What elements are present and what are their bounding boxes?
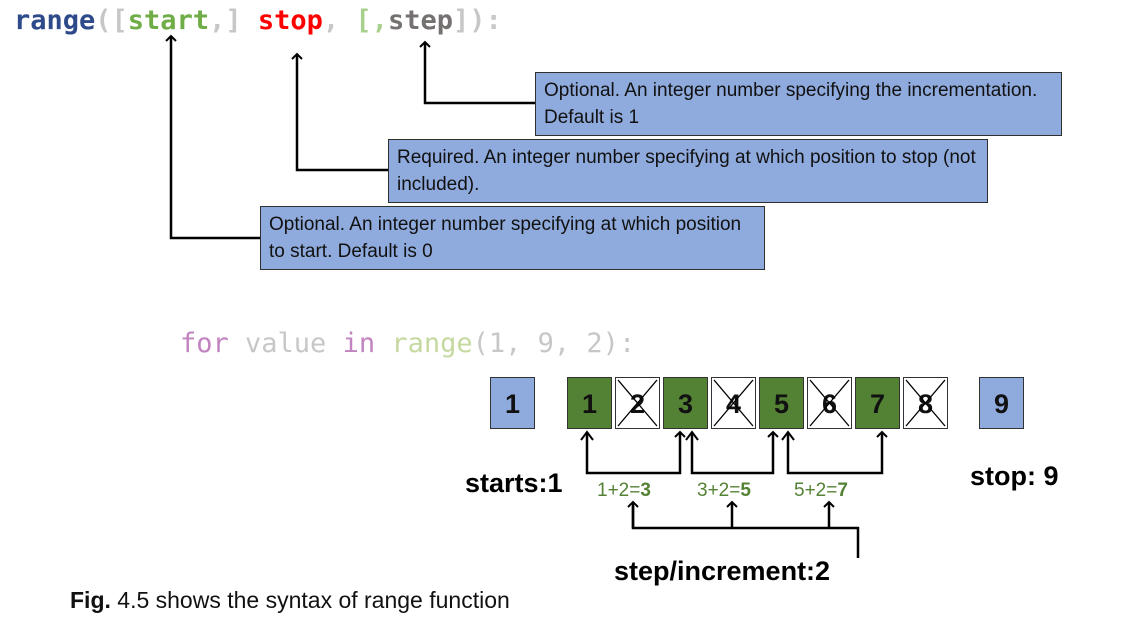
signature-token: [,: [355, 5, 388, 36]
caption-prefix: Fig.: [70, 587, 111, 613]
cross-out-mark: [809, 379, 850, 427]
bracket-start-head-3: [781, 430, 795, 441]
step-label: step/increment:2: [614, 556, 831, 586]
figure-caption: Fig. 4.5 shows the syntax of range funct…: [70, 587, 510, 614]
signature-token: ([: [95, 5, 128, 36]
signature-token: ]):: [452, 5, 502, 36]
signature-token: ,]: [209, 5, 242, 36]
start-note: Optional. An integer number specifying a…: [260, 206, 765, 270]
increment-bracket-3: [786, 430, 888, 475]
included-value-cell: 1: [567, 377, 612, 429]
calc-1: 1+2=3: [597, 480, 651, 502]
range-signature: range([start,] stop, [,step]):: [14, 3, 502, 39]
start-arrow: [165, 34, 260, 240]
included-value-cell: 7: [855, 377, 900, 429]
signature-token: step: [387, 5, 453, 36]
bracket-start-head-2: [685, 430, 699, 441]
signature-token: stop: [257, 5, 323, 36]
stop-note: Required. An integer number specifying a…: [388, 139, 988, 203]
cell-value: 1: [581, 389, 598, 419]
cross-out-mark: [905, 379, 946, 427]
stop-arrow: [291, 52, 388, 172]
caption-text: 4.5 shows the syntax of range function: [110, 587, 510, 613]
for_loop-token: in: [342, 328, 376, 359]
excluded-value-cell: 2: [615, 377, 660, 429]
bracket-start-head-1: [580, 430, 594, 441]
for_loop-token: (1, 9, 2):: [472, 328, 636, 359]
calc-2-result: 5: [740, 480, 751, 501]
cell-value: 7: [869, 389, 886, 419]
excluded-value-cell: 8: [903, 377, 948, 429]
cell-value: 5: [773, 389, 790, 419]
signature-token: start: [127, 5, 210, 36]
step-bracket: [631, 506, 860, 558]
signature-token: range: [14, 5, 96, 36]
calc-1-expr: 1+2=: [597, 480, 641, 501]
calc-1-result: 3: [640, 480, 651, 501]
for_loop-token: range: [391, 328, 473, 359]
stop-value-box: 9: [979, 377, 1024, 429]
step-note: Optional. An integer number specifying t…: [535, 72, 1062, 136]
calc-2: 3+2=5: [697, 480, 751, 502]
stop-label: stop: 9: [970, 461, 1059, 491]
signature-token: ,: [322, 5, 340, 36]
for_loop-token: for: [180, 328, 229, 359]
calc-3-expr: 5+2=: [794, 480, 838, 501]
excluded-value-cell: 4: [711, 377, 756, 429]
cell-value: 3: [677, 389, 694, 419]
start-value-box: 1: [490, 377, 535, 429]
increment-bracket-1: [585, 430, 686, 475]
cross-out-mark: [713, 379, 754, 427]
for-loop-code: for value in range(1, 9, 2):: [180, 326, 635, 362]
included-value-cell: 5: [759, 377, 804, 429]
increment-bracket-2: [690, 430, 779, 475]
excluded-value-cell: 6: [807, 377, 852, 429]
step-arrow: [419, 40, 535, 105]
cross-out-mark: [617, 379, 658, 427]
for_loop-token: value: [228, 328, 343, 359]
calc-3-result: 7: [837, 480, 848, 501]
included-value-cell: 3: [663, 377, 708, 429]
calc-3: 5+2=7: [794, 480, 848, 502]
starts-label: starts:1: [465, 468, 563, 498]
calc-2-expr: 3+2=: [697, 480, 741, 501]
